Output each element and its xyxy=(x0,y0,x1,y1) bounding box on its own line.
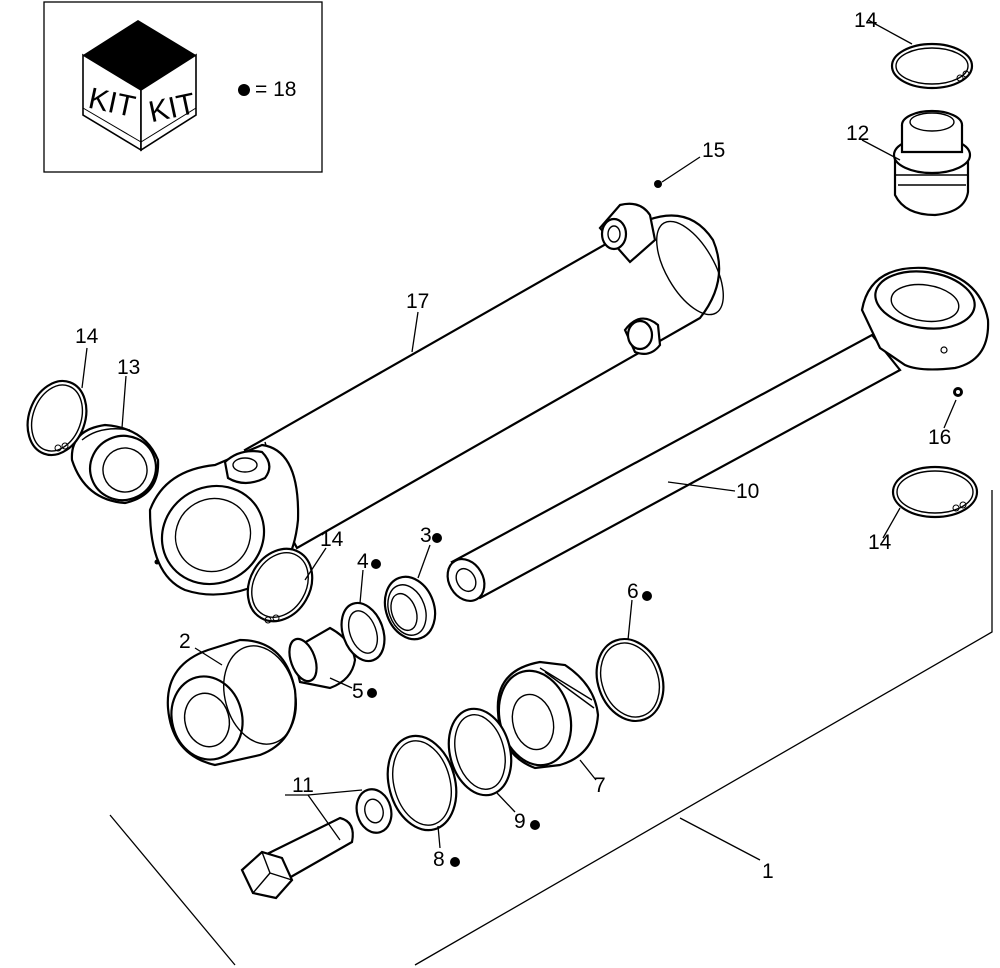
o-ring-6 xyxy=(595,637,665,723)
gland-13 xyxy=(70,423,160,505)
rod-seal-3 xyxy=(383,575,437,641)
kit-legend: KIT KIT = 18 xyxy=(43,1,323,173)
callout-12: 12 xyxy=(846,122,869,145)
piston-rod xyxy=(446,266,990,602)
kit-box-icon: KIT KIT xyxy=(82,20,198,152)
callout-9: 9 xyxy=(514,810,526,833)
leader-lines xyxy=(81,19,957,849)
kit-dot-part-9 xyxy=(530,820,540,830)
callout-6: 6 xyxy=(627,580,639,603)
callout-14-top: 14 xyxy=(854,9,878,32)
gland-12 xyxy=(892,109,972,217)
kit-dot-part-6 xyxy=(642,591,652,601)
seal-ring-8 xyxy=(386,734,458,832)
piston-7 xyxy=(496,660,600,770)
callout-10: 10 xyxy=(736,480,759,503)
callouts: 14 12 15 17 14 13 16 10 14 14 4 3 6 2 5 … xyxy=(75,9,951,883)
callout-2: 2 xyxy=(179,630,191,653)
callout-16: 16 xyxy=(928,426,951,449)
assembly-bracket xyxy=(109,490,993,966)
kit-dot-part-8 xyxy=(450,857,460,867)
snap-ring-14-top xyxy=(890,42,974,90)
wiper-ring-4 xyxy=(340,601,386,663)
callout-1: 1 xyxy=(762,860,774,883)
callout-15: 15 xyxy=(702,139,725,162)
wear-ring-9 xyxy=(447,707,513,797)
grease-fitting-16 xyxy=(953,387,963,397)
cylinder-barrel xyxy=(148,202,724,596)
callout-7: 7 xyxy=(594,774,606,797)
kit-dot-part-5 xyxy=(367,688,377,698)
callout-14-left: 14 xyxy=(75,325,99,348)
callout-13: 13 xyxy=(117,356,140,379)
callout-14-mid: 14 xyxy=(320,528,344,551)
kit-dot-part-4 xyxy=(371,559,381,569)
callout-8: 8 xyxy=(433,848,445,871)
callout-5: 5 xyxy=(352,680,364,703)
snap-ring-14-right xyxy=(891,465,979,519)
callout-4: 4 xyxy=(357,550,369,573)
cylinder-head-2 xyxy=(166,638,297,767)
callout-3: 3 xyxy=(420,524,432,547)
kit-dot-part-3 xyxy=(432,533,442,543)
snap-ring-14-left xyxy=(26,379,88,457)
bushing-5 xyxy=(288,626,357,690)
grease-fitting-15 xyxy=(654,180,662,188)
snap-ring-14-mid xyxy=(246,547,314,624)
kit-dot-icon xyxy=(238,84,250,96)
bolt-11 xyxy=(240,816,354,900)
callout-11: 11 xyxy=(292,774,314,797)
kit-legend-text: = 18 xyxy=(255,78,296,101)
callout-14-right: 14 xyxy=(868,531,892,554)
washer-11 xyxy=(355,788,393,834)
callout-17: 17 xyxy=(406,290,429,313)
